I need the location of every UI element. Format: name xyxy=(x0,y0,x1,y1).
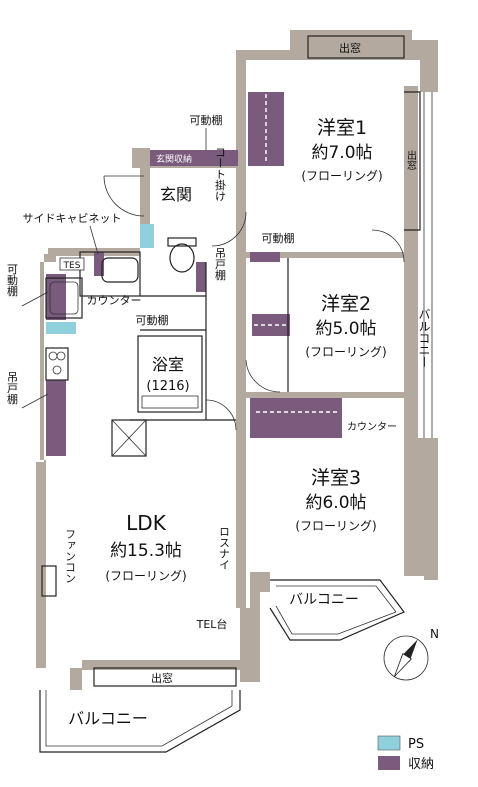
western2-size: 約5.0帖 xyxy=(315,319,376,339)
bath-size: (1216) xyxy=(146,379,189,394)
legend: PS 収納 xyxy=(377,735,434,772)
coat-hanger-label: コート掛け xyxy=(214,147,227,202)
western1-size: 約7.0帖 xyxy=(311,143,372,163)
legend-storage-swatch xyxy=(378,756,400,770)
ldk-size: 約15.3帖 xyxy=(110,541,182,561)
balcony-right-label: バルコニー xyxy=(417,308,431,368)
rosunai-label: ロスナイ xyxy=(218,526,231,570)
hanging-shelf-kitchen-label: 吊戸棚 xyxy=(6,371,19,405)
movable-shelf-kitchen-label: 可動棚 xyxy=(136,313,169,327)
bath-name: 浴室 xyxy=(152,355,184,374)
movable-shelf-entrance-label: 可動棚 xyxy=(190,113,223,127)
compass-north-label: N xyxy=(430,627,439,641)
western2-name: 洋室2 xyxy=(321,293,371,315)
tel-stand-label: TEL台 xyxy=(196,617,228,631)
window-top-label: 出窓 xyxy=(339,41,361,55)
western3-size: 約6.0帖 xyxy=(305,493,366,513)
western1-name: 洋室1 xyxy=(317,117,367,139)
western3-floor: (フローリング) xyxy=(295,519,376,533)
window-right-label: 出窓 xyxy=(405,149,417,170)
counter-kitchen-label: カウンター xyxy=(87,294,142,307)
western2-floor: (フローリング) xyxy=(305,345,386,359)
room-labels: 洋室1 約7.0帖 (フローリング) 洋室2 約5.0帖 (フローリング) 洋室… xyxy=(105,117,386,583)
counter-w3-label: カウンター xyxy=(347,421,397,433)
ldk-name: LDK xyxy=(126,511,167,535)
compass: N xyxy=(383,627,439,681)
western3-name: 洋室3 xyxy=(311,467,361,489)
balcony-w3-label: バルコニー xyxy=(289,592,359,608)
balcony-bottom-label: バルコニー xyxy=(68,709,148,728)
storage-areas xyxy=(46,92,342,456)
window-bottom-label: 出窓 xyxy=(151,671,173,685)
fan-coil-label: ファンコン xyxy=(64,529,77,584)
western1-floor: (フローリング) xyxy=(301,169,382,183)
side-cabinet-label: サイドキャビネット xyxy=(23,212,122,225)
movable-shelf-w2-label: 可動棚 xyxy=(262,231,295,245)
fixtures xyxy=(39,35,433,753)
tes-label: TES xyxy=(63,261,81,271)
entrance-name: 玄関 xyxy=(160,185,192,204)
legend-ps-swatch xyxy=(377,735,401,751)
legend-storage-label: 収納 xyxy=(408,757,434,772)
ldk-floor: (フローリング) xyxy=(105,569,186,583)
annotation-labels: 出窓 出窓 出窓 可動棚 可動棚 可動棚 可動棚 玄関収納 コート掛け サイドキ… xyxy=(6,41,432,728)
movable-shelf-left-label: 可動棚 xyxy=(6,264,19,298)
hanging-shelf-toilet-label: 吊戸棚 xyxy=(214,247,227,281)
compass-ring-icon xyxy=(383,635,429,681)
entrance-storage-label: 玄関収納 xyxy=(156,153,192,165)
legend-ps-label: PS xyxy=(408,737,424,752)
